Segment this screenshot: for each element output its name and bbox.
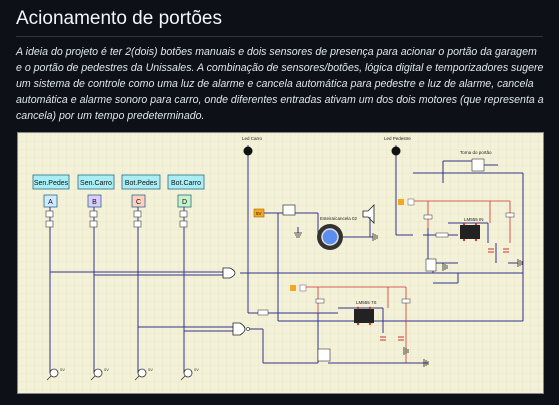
circuit-diagram: Sen.Pedes A Sen.Carro B Bot.Pedes C Bot.… — [18, 133, 543, 393]
motor-label: Esteira/cancela 02 — [320, 216, 358, 221]
input-switches[interactable] — [45, 210, 188, 228]
voltage-tag: 5V — [256, 211, 262, 216]
capacitors-top — [488, 248, 509, 253]
input-wires — [49, 207, 185, 373]
switch-white-bottom[interactable] — [299, 284, 307, 292]
title-divider — [16, 36, 543, 37]
page-title: Acionamento de portões — [16, 8, 222, 29]
resistor-top-right — [505, 212, 515, 218]
probe-c-text: 0V — [148, 367, 153, 372]
logic-wires — [50, 145, 524, 364]
relay-bottom[interactable] — [317, 348, 331, 362]
resistor-bottom — [315, 298, 325, 304]
timer-bottom-pins — [356, 306, 372, 326]
ground-icon — [403, 347, 409, 355]
resistor-input-bottom — [257, 309, 269, 316]
gate-output-dot — [246, 327, 250, 331]
timer-bottom-label: LM555 7S — [356, 300, 377, 305]
input-probes[interactable] — [46, 368, 193, 381]
circuit-board[interactable]: Sen.Pedes A Sen.Carro B Bot.Pedes C Bot.… — [17, 132, 544, 394]
ground-icon — [423, 359, 429, 367]
relay-top[interactable] — [282, 204, 296, 216]
switch-white-top[interactable] — [407, 198, 415, 206]
probe-d-text: 0V — [194, 367, 199, 372]
timer-chip-top[interactable] — [460, 225, 480, 239]
lamp-led-carro-label: Led Carro — [242, 136, 263, 141]
capacitors-bottom — [380, 336, 404, 341]
relay-mid-right[interactable] — [425, 258, 437, 272]
input-sen-carro: Sen.Carro B — [77, 174, 115, 208]
speaker-icon — [362, 204, 375, 224]
ground-icon — [517, 259, 523, 267]
input-label-bot-pedes: Bot.Pedes — [125, 180, 158, 187]
ground-icon — [372, 233, 378, 241]
timer-top-pins — [462, 222, 478, 242]
resistor-input-top — [435, 232, 449, 238]
input-bot-carro: Bot.Carro D — [167, 174, 205, 208]
probe-a-text: 0V — [60, 367, 65, 372]
ground-icon — [442, 263, 448, 271]
switch-orange-bottom[interactable] — [290, 285, 296, 291]
switch-orange-top[interactable] — [398, 199, 404, 205]
and-gate-top[interactable] — [222, 267, 236, 279]
input-label-sen-carro: Sen.Carro — [80, 180, 112, 187]
input-sen-pedes: Sen.Pedes A — [32, 174, 70, 208]
input-letter-d: D — [182, 199, 187, 206]
input-letter-b: B — [92, 199, 97, 206]
gate-relay[interactable] — [471, 158, 485, 172]
and-gate-bottom[interactable] — [232, 322, 246, 336]
input-bot-pedes: Bot.Pedes C — [121, 174, 161, 208]
input-label-sen-pedes: Sen.Pedes — [34, 180, 69, 187]
project-description: A ideia do projeto é ter 2(dois) botões … — [16, 46, 544, 122]
lamp-led-carro — [243, 146, 253, 156]
lamp-led-pedestre-label: Led Pedestre — [384, 136, 411, 141]
resistor-bottom-right — [401, 298, 411, 304]
resistor-top — [423, 214, 433, 220]
input-label-bot-carro: Bot.Carro — [171, 180, 201, 187]
board-grid — [18, 133, 543, 393]
input-letter-c: C — [136, 199, 141, 206]
ground-icon — [294, 232, 302, 238]
timer-top-wires — [427, 161, 497, 263]
input-letter-a: A — [48, 199, 53, 206]
timer-top-label: LM555 IN — [464, 217, 484, 222]
gate-label: Torna do portão — [460, 150, 492, 155]
lamp-led-pedestre — [391, 146, 401, 156]
timer-chip-bottom[interactable] — [354, 309, 374, 323]
timer-top-wires-red — [414, 200, 511, 243]
probe-b-text: 0V — [104, 367, 109, 372]
